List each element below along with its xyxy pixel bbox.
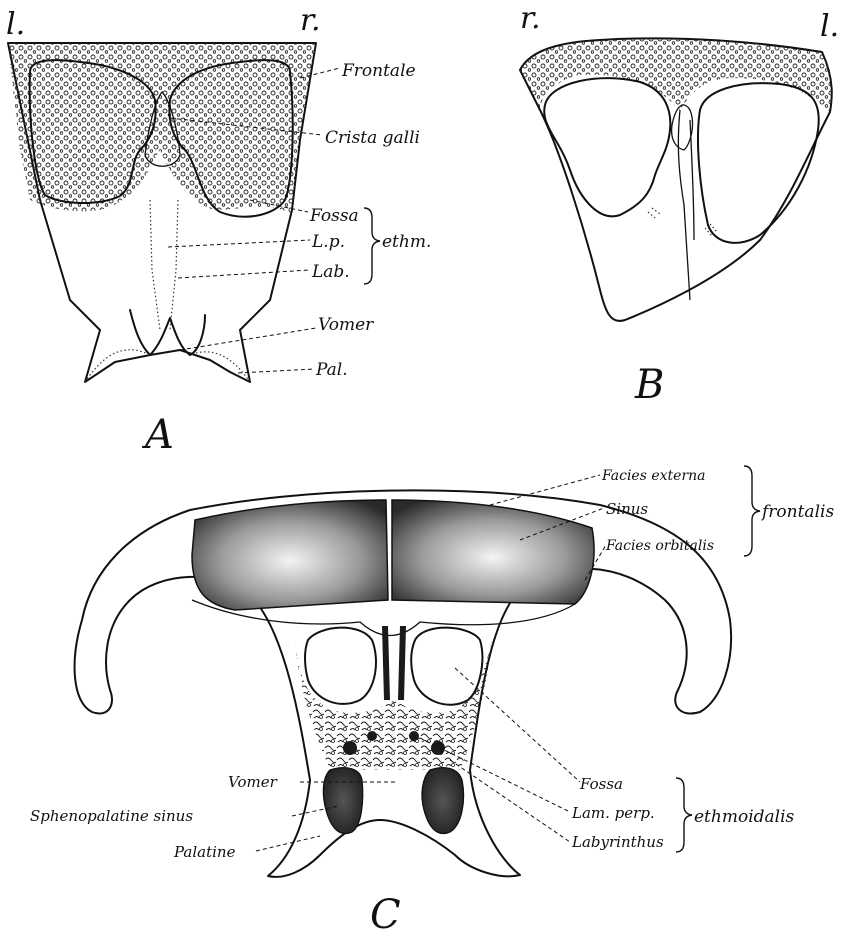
label-sinus: Sinus xyxy=(606,500,648,518)
label-frontale: Frontale xyxy=(341,61,416,81)
panel-c-cell-1 xyxy=(343,741,357,755)
leader-labyrinthus xyxy=(450,760,570,842)
panel-c-spheno-sinus-right xyxy=(422,768,464,834)
label-palatine: Palatine xyxy=(173,843,236,861)
panel-a-side-right: r. xyxy=(300,3,321,38)
panel-c-cell-4 xyxy=(409,731,419,741)
panel-b-letter: B xyxy=(634,362,664,408)
panel-c-lam-perp-left xyxy=(382,626,390,700)
leader-palatine xyxy=(256,836,320,851)
panel-c-spheno-sinus-left xyxy=(323,768,362,834)
panel-c-left-fossa xyxy=(305,628,376,704)
label-vomer-a: Vomer xyxy=(318,315,374,335)
label-facies-externa: Facies externa xyxy=(601,468,706,484)
panel-a-letter: A xyxy=(141,412,174,458)
panel-c-letter: C xyxy=(370,892,401,938)
label-lp: L.p. xyxy=(311,232,345,252)
label-lab: Lab. xyxy=(311,262,350,282)
panel-c-labyrinthus xyxy=(295,640,492,770)
panel-b: B r. l. xyxy=(520,1,839,408)
label-lam-perp: Lam. perp. xyxy=(571,804,655,822)
leader-lab xyxy=(178,270,310,278)
brace-ethmoidalis xyxy=(676,778,692,852)
panel-a-perpendicular-plate xyxy=(150,200,178,330)
leader-lp xyxy=(168,240,310,247)
leader-facies-externa xyxy=(490,475,600,505)
panel-c-lam-perp-right xyxy=(398,626,406,700)
label-fossa-c: Fossa xyxy=(579,775,623,793)
leader-pal xyxy=(238,369,314,373)
label-fossa-a: Fossa xyxy=(309,206,359,226)
panel-c-sinus-right xyxy=(392,500,594,604)
panel-c: C Facies externa Sinus Facies orbitalis … xyxy=(30,466,834,938)
label-pal: Pal. xyxy=(315,360,348,380)
panel-c-sinus-left xyxy=(192,500,388,610)
panel-b-left-fossa xyxy=(698,83,819,243)
label-frontalis: frontalis xyxy=(760,502,834,522)
panel-c-right-fossa xyxy=(411,628,482,705)
brace-ethm xyxy=(364,208,380,284)
panel-b-side-left: l. xyxy=(820,9,839,44)
panel-a: A l. r. Frontale Crista galli Fossa L.p.… xyxy=(6,3,431,458)
label-ethmoidalis: ethmoidalis xyxy=(694,807,795,827)
label-facies-orbitalis: Facies orbitalis xyxy=(605,538,714,554)
label-crista-galli: Crista galli xyxy=(325,128,420,148)
brace-frontalis xyxy=(744,466,760,556)
panel-b-frontal-bone xyxy=(520,38,832,112)
label-ethm: ethm. xyxy=(382,232,431,252)
panel-a-side-left: l. xyxy=(6,7,25,42)
panel-b-septum xyxy=(678,110,694,300)
panel-b-crista xyxy=(672,105,693,150)
panel-a-vomer-shape xyxy=(130,310,205,355)
panel-b-right-fossa xyxy=(544,78,670,216)
panel-c-cell-2 xyxy=(431,741,445,755)
panel-c-cell-3 xyxy=(367,731,377,741)
label-labyrinthus: Labyrinthus xyxy=(571,833,664,851)
label-vomer-c: Vomer xyxy=(228,773,278,791)
label-sphenopalatine-sinus: Sphenopalatine sinus xyxy=(30,807,193,825)
panel-b-side-right: r. xyxy=(520,1,541,36)
